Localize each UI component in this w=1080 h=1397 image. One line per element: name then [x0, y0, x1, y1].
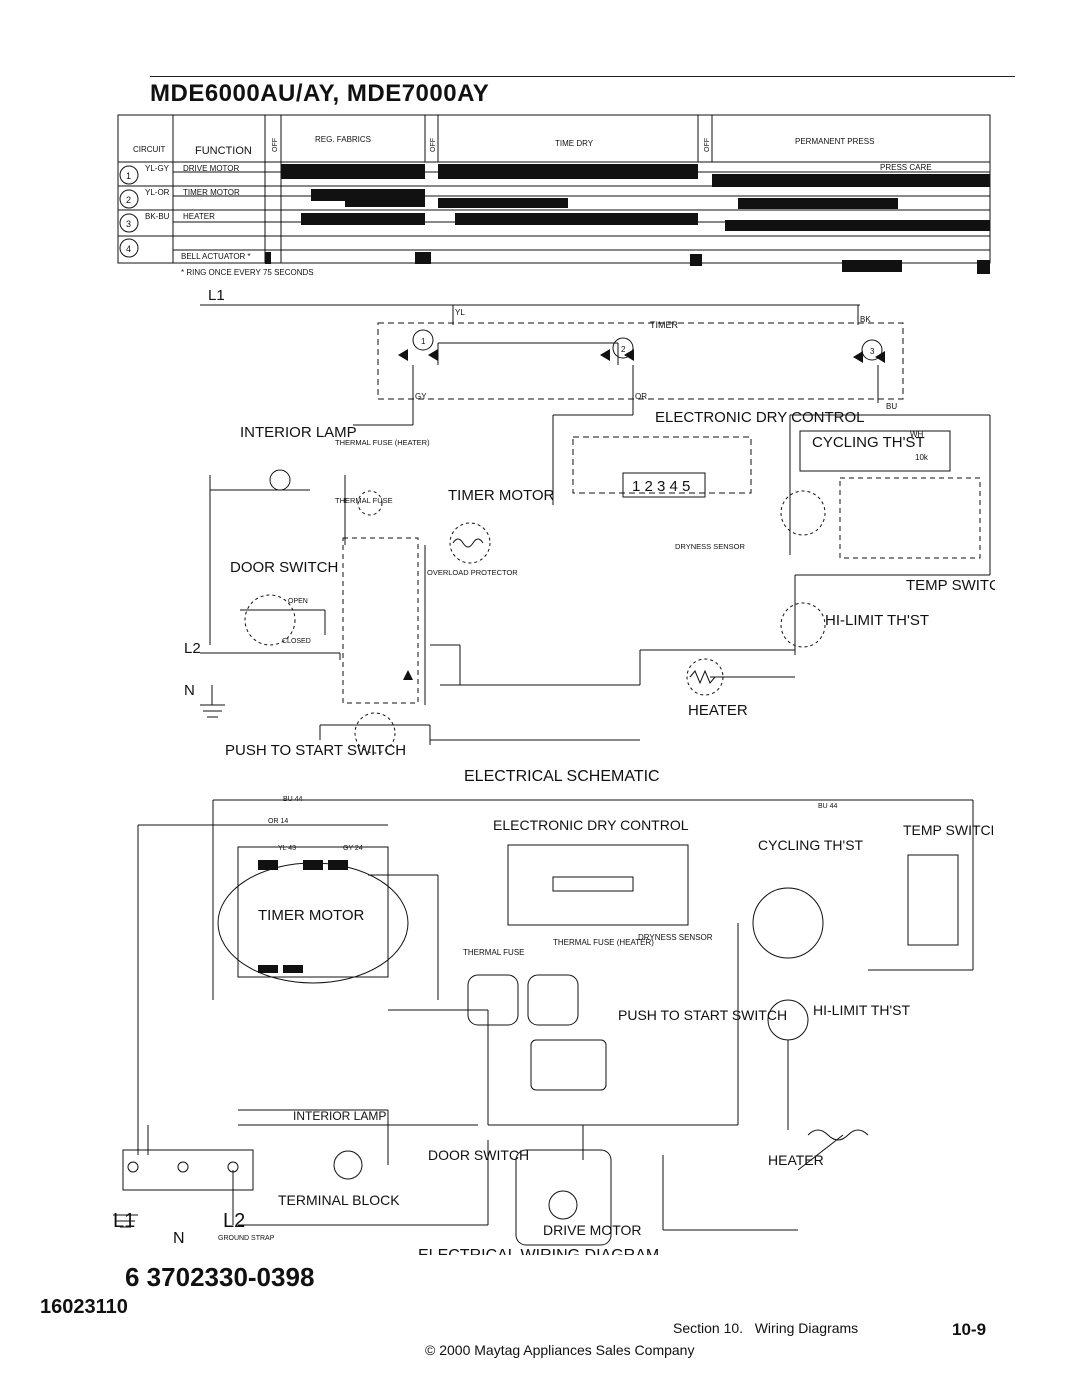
wiring-title: ELECTRICAL WIRING DIAGRAM	[418, 1247, 659, 1255]
wd-door-switch-label: DOOR SWITCH	[428, 1147, 529, 1163]
sch-heater-label: HEATER	[688, 702, 748, 719]
wd-l1-label: L1	[113, 1210, 135, 1232]
sch-dryness-sensor-label: DRYNESS SENSOR	[675, 542, 745, 551]
schematic-title: ELECTRICAL SCHEMATIC	[464, 768, 660, 785]
wd-push-to-start-label: PUSH TO START SWITCH	[618, 1007, 787, 1023]
off-label-3: OFF	[704, 138, 711, 152]
sch-closed-label: CLOSED	[282, 638, 311, 645]
wire-gy-top: GY	[415, 392, 427, 401]
sch-n-label: N	[184, 682, 195, 699]
wire-or-top: OR	[635, 392, 647, 401]
sch-l2-label: L2	[184, 640, 201, 657]
electrical-schematic: L1 TIMER 1 2 3 YL BK GY OR BU INTERIOR L…	[184, 287, 995, 785]
wd-dryness-sensor-label: DRYNESS SENSOR	[638, 933, 713, 942]
wd-interior-lamp-label: INTERIOR LAMP	[293, 1109, 386, 1123]
wd-heater-label: HEATER	[768, 1152, 824, 1168]
wd-edc-label: ELECTRONIC DRY CONTROL	[493, 817, 689, 833]
sch-push-to-start-label: PUSH TO START SWITCH	[225, 742, 406, 759]
permanent-press-label: PERMANENT PRESS	[795, 137, 874, 146]
timer-circuit-3: 3	[870, 347, 875, 356]
wire-bu44-top: BU 44	[283, 796, 303, 803]
section-label: Section 10. Wiring Diagrams	[673, 1320, 859, 1336]
wd-drive-motor-label: DRIVE MOTOR	[543, 1222, 642, 1238]
page-title: MDE6000AU/AY, MDE7000AY	[150, 80, 490, 107]
wire-bu44-right: BU 44	[818, 803, 838, 810]
circuit-code-1: YL-GY	[145, 164, 170, 173]
sch-temp-switch-label: TEMP SWITCH	[906, 577, 995, 594]
copyright: © 2000 Maytag Appliances Sales Company	[425, 1342, 695, 1358]
sch-cycling-thst-label: CYCLING TH'ST	[812, 434, 925, 451]
function-3: HEATER	[183, 212, 215, 221]
press-care-label: PRESS CARE	[880, 163, 932, 172]
circuit-code-3: BK-BU	[145, 212, 170, 221]
circuit-num-1: 1	[126, 171, 131, 181]
function-1: DRIVE MOTOR	[183, 164, 240, 173]
wd-thermal-fuse-label: THERMAL FUSE	[463, 948, 525, 957]
title-rule	[150, 76, 1015, 77]
wire-bu-top: BU	[886, 402, 897, 411]
time-dry-label: TIME DRY	[555, 139, 594, 148]
sch-edc-pins: 1 2 3 4 5	[632, 478, 690, 495]
wd-thermal-fuse-heater-label: THERMAL FUSE (HEATER)	[553, 938, 654, 947]
chart-footnote: * RING ONCE EVERY 75 SECONDS	[181, 268, 314, 277]
circuit-num-2: 2	[126, 195, 131, 205]
sch-timer-motor-label: TIMER MOTOR	[448, 487, 555, 504]
sch-overload-label: OVERLOAD PROTECTOR	[427, 568, 518, 577]
col-circuit-label: CIRCUIT	[133, 145, 166, 154]
sch-l1-label: L1	[208, 287, 225, 304]
sch-door-switch-label: DOOR SWITCH	[230, 559, 338, 576]
col-function-label: FUNCTION	[195, 145, 252, 157]
wire-wh-cycling: WH	[910, 430, 924, 439]
timer-circuit-2: 2	[621, 345, 626, 354]
off-label-1: OFF	[272, 138, 279, 152]
sch-thermal-fuse-label: THERMAL FUSE	[335, 496, 393, 505]
page-number: 10-9	[952, 1320, 987, 1339]
reg-fabrics-label: REG. FABRICS	[315, 135, 371, 144]
wd-terminal-block-label: TERMINAL BLOCK	[278, 1192, 400, 1208]
ten-k-label: 10k	[915, 453, 929, 462]
wd-cycling-thst-label: CYCLING TH'ST	[758, 837, 864, 853]
function-2: TIMER MOTOR	[183, 188, 240, 197]
circuit-num-4: 4	[126, 244, 131, 254]
off-label-2: OFF	[430, 138, 437, 152]
wd-timer-motor-label: TIMER MOTOR	[258, 907, 365, 924]
wire-yl43: YL 43	[278, 845, 296, 852]
function-4: BELL ACTUATOR *	[181, 252, 251, 261]
sch-thermal-fuse-heater-label: THERMAL FUSE (HEATER)	[335, 438, 430, 447]
circuit-num-3: 3	[126, 219, 131, 229]
wire-gy24: GY 24	[343, 845, 363, 852]
wire-or14: OR 14	[268, 818, 288, 825]
sch-timer-label: TIMER	[650, 320, 678, 330]
wd-n-label: N	[173, 1230, 185, 1247]
wire-yl-top: YL	[455, 308, 465, 317]
sch-interior-lamp-label: INTERIOR LAMP	[240, 424, 357, 441]
part-number: 6 3702330-0398	[125, 1262, 315, 1292]
wire-bk-top: BK	[860, 315, 871, 324]
sch-hi-limit-label: HI-LIMIT TH'ST	[825, 612, 929, 629]
circuit-code-2: YL-OR	[145, 188, 170, 197]
timer-chart: CIRCUIT FUNCTION REG. FABRICS TIME DRY P…	[117, 114, 991, 277]
timer-circuit-1: 1	[421, 337, 426, 346]
wd-ground-strap-label: GROUND STRAP	[218, 1235, 275, 1242]
wd-temp-switch-label: TEMP SWITCH	[903, 822, 993, 838]
wiring-diagram: BU 44 BU 44 OR 14 YL 43 GY 24 ELECTRONIC…	[113, 796, 993, 1255]
wd-hi-limit-label: HI-LIMIT TH'ST	[813, 1002, 910, 1018]
wd-l2-label: L2	[223, 1210, 245, 1232]
sch-edc-label: ELECTRONIC DRY CONTROL	[655, 409, 864, 426]
sch-open-label: OPEN	[288, 598, 308, 605]
doc-number: 16023110	[40, 1296, 128, 1318]
